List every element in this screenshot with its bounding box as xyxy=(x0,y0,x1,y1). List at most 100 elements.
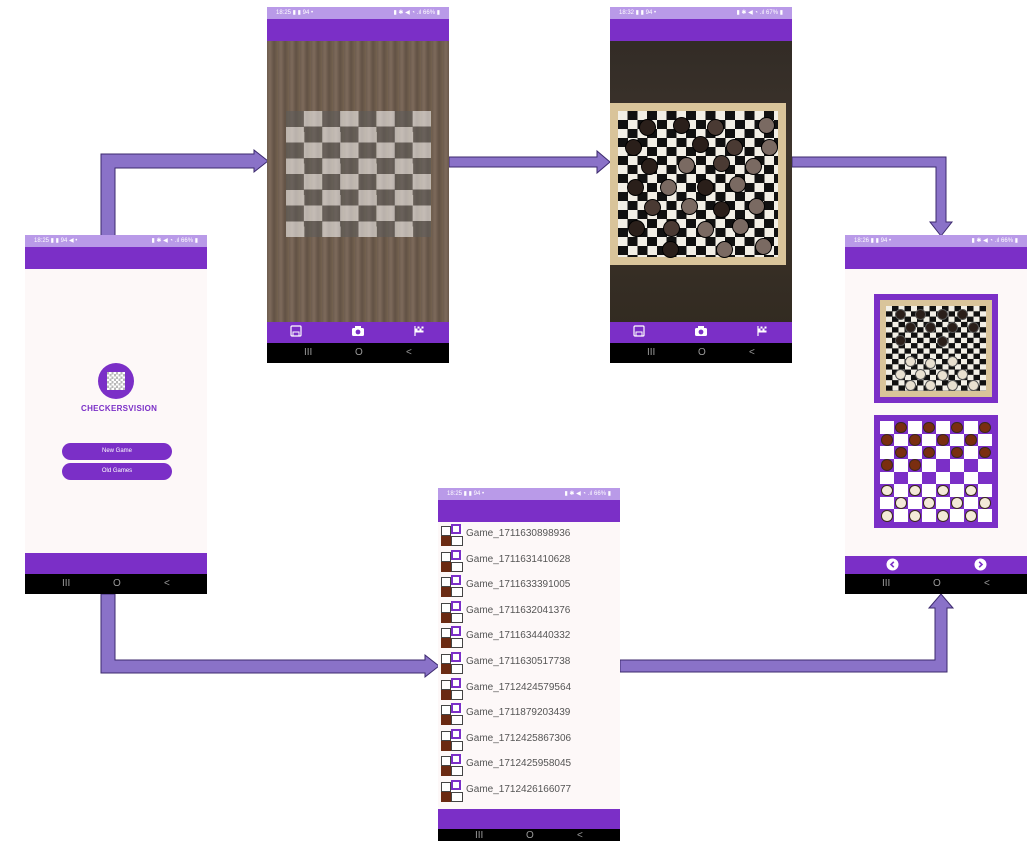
board-square xyxy=(950,509,964,522)
board-square xyxy=(908,446,922,459)
camera-toolbar xyxy=(267,322,449,343)
game-thumbnail-icon xyxy=(441,652,463,674)
captured-screen: 18:32 ▮ ▮ 94 • ▮ ✱ ◀ ◔ .ıl 67% ▮ III O < xyxy=(610,7,792,363)
main-screen: 18:25 ▮ ▮ 94 ◀ • ▮ ✱ ◀ ◔ .ıl 66% ▮ CHECK… xyxy=(25,235,207,594)
back-icon[interactable]: < xyxy=(577,830,583,841)
recent-apps-icon[interactable]: III xyxy=(62,578,71,589)
list-item[interactable]: Game_1711634440332 xyxy=(441,624,617,650)
flag-icon[interactable] xyxy=(413,325,425,340)
game-thumbnail-icon xyxy=(441,600,463,623)
checker-piece xyxy=(678,157,694,173)
chevron-left-icon[interactable] xyxy=(886,558,899,574)
checker-piece xyxy=(730,176,745,192)
detected-piece xyxy=(952,447,962,458)
status-bar: 18:25 ▮ ▮ 94 ◀ • ▮ ✱ ◀ ◔ .ıl 66% ▮ xyxy=(25,235,207,247)
detected-piece xyxy=(882,485,892,496)
checker-piece xyxy=(714,156,729,172)
checker-piece xyxy=(906,380,915,390)
board-square xyxy=(894,509,908,522)
chevron-right-icon[interactable] xyxy=(974,558,987,574)
board-square xyxy=(950,471,964,485)
checker-piece xyxy=(674,118,689,134)
detected-board xyxy=(874,415,998,528)
checker-piece xyxy=(627,179,643,195)
checker-piece xyxy=(714,201,729,217)
system-nav-bar: III O < xyxy=(25,574,207,594)
checker-piece xyxy=(707,119,723,135)
status-bar: 18:26 ▮ ▮ 94 • ▮ ✱ ◀ ◔ .ıl 66% ▮ xyxy=(845,235,1027,247)
save-icon[interactable] xyxy=(633,325,645,340)
list-item[interactable]: Game_1712426166077 xyxy=(441,778,617,804)
home-icon[interactable]: O xyxy=(698,347,706,358)
checker-piece xyxy=(896,335,905,345)
camera-icon[interactable] xyxy=(694,325,708,340)
board-square xyxy=(880,421,894,434)
list-item[interactable]: Game_1711630898936 xyxy=(441,522,617,548)
recent-apps-icon[interactable]: III xyxy=(475,830,484,841)
list-item[interactable]: Game_1712425867306 xyxy=(441,727,617,753)
board-square xyxy=(950,484,964,497)
recent-apps-icon[interactable]: III xyxy=(304,347,313,358)
game-thumbnail-icon xyxy=(441,524,463,546)
back-icon[interactable]: < xyxy=(164,578,170,589)
checker-piece xyxy=(749,198,765,214)
checker-piece xyxy=(896,369,905,379)
detected-piece xyxy=(980,422,990,433)
recent-apps-icon[interactable]: III xyxy=(647,347,656,358)
detected-piece xyxy=(938,485,948,496)
status-time: 18:25 ▮ ▮ 94 • xyxy=(276,10,314,16)
checker-piece xyxy=(758,118,774,134)
board-square xyxy=(964,421,978,434)
game-thumbnail-icon xyxy=(441,575,463,598)
game-name: Game_1712425958045 xyxy=(466,758,572,770)
camera-icon[interactable] xyxy=(351,325,365,340)
status-icons: ▮ ✱ ◀ ◔ .ıl 67% ▮ xyxy=(736,10,783,16)
board-square xyxy=(936,446,950,459)
back-icon[interactable]: < xyxy=(406,347,412,358)
camera-toolbar xyxy=(610,322,792,343)
detected-piece xyxy=(952,422,962,433)
board-square xyxy=(978,471,992,485)
arrow-main-to-camera xyxy=(100,148,269,237)
checker-piece xyxy=(698,179,713,195)
board-square xyxy=(964,471,978,485)
flag-icon[interactable] xyxy=(756,325,768,340)
home-icon[interactable]: O xyxy=(355,347,363,358)
board-square xyxy=(964,496,978,510)
status-icons: ▮ ✱ ◀ ◔ .ıl 66% ▮ xyxy=(564,491,611,497)
game-name: Game_1711633391005 xyxy=(466,579,571,591)
new-game-button[interactable]: New Game xyxy=(62,443,172,460)
home-icon[interactable]: O xyxy=(526,830,534,841)
recent-apps-icon[interactable]: III xyxy=(882,578,891,589)
list-item[interactable]: Game_1712424579564 xyxy=(441,676,617,702)
list-item[interactable]: Game_1711631410628 xyxy=(441,548,617,574)
checker-piece xyxy=(926,358,935,368)
camera-screen: 18:25 ▮ ▮ 94 • ▮ ✱ ◀ ◔ .ıl 66% ▮ III O < xyxy=(267,7,449,363)
checker-piece xyxy=(948,380,957,390)
app-bar xyxy=(267,19,449,41)
home-icon[interactable]: O xyxy=(113,578,121,589)
list-item[interactable]: Game_1711879203439 xyxy=(441,701,617,727)
save-icon[interactable] xyxy=(290,325,302,340)
detected-piece xyxy=(896,498,906,508)
list-item[interactable]: Game_1711632041376 xyxy=(441,599,617,625)
app-bar xyxy=(438,500,620,522)
old-games-button[interactable]: Old Games xyxy=(62,463,172,480)
list-item[interactable]: Game_1711630517738 xyxy=(441,650,617,676)
back-icon[interactable]: < xyxy=(749,347,755,358)
arrow-camera-to-captured xyxy=(448,149,611,175)
board-square xyxy=(908,496,922,510)
checker-piece xyxy=(958,369,967,379)
list-item[interactable]: Game_1711633391005 xyxy=(441,573,617,599)
bottom-bar xyxy=(25,553,207,574)
list-item[interactable]: Game_1712425958045 xyxy=(441,752,617,778)
detected-piece xyxy=(966,485,976,496)
board-overlay-grid xyxy=(286,111,431,237)
home-icon[interactable]: O xyxy=(933,578,941,589)
status-icons: ▮ ✱ ◀ ◔ .ıl 66% ▮ xyxy=(971,238,1018,244)
detected-piece xyxy=(980,447,990,458)
checker-piece xyxy=(640,119,656,135)
back-icon[interactable]: < xyxy=(984,578,990,589)
board-square xyxy=(894,458,908,472)
board-square xyxy=(922,433,936,447)
